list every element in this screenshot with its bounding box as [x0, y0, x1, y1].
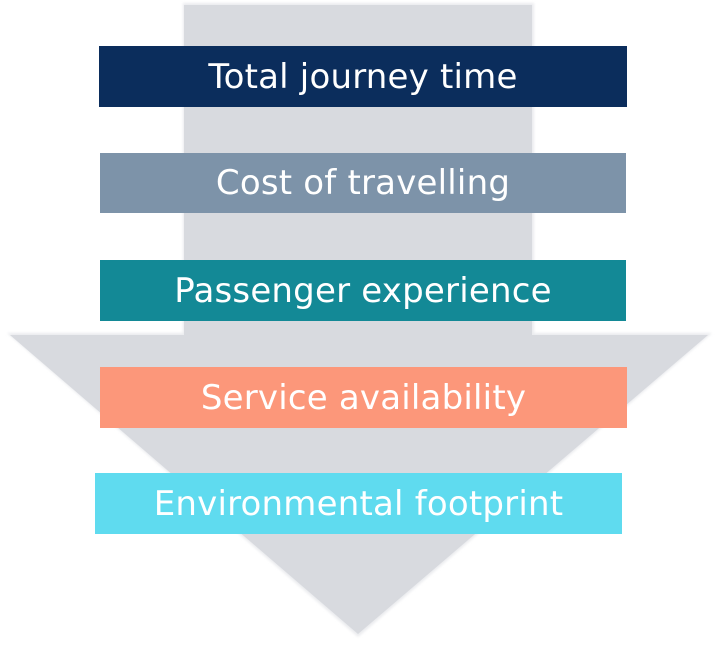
step-service-availability: Service availability [100, 367, 627, 428]
step-label: Cost of travelling [215, 163, 511, 203]
step-environmental-footprint: Environmental footprint [95, 473, 622, 534]
step-label: Environmental footprint [153, 483, 564, 524]
step-label: Service availability [200, 377, 527, 418]
step-label: Passenger experience [174, 270, 552, 311]
step-total-journey-time: Total journey time [99, 46, 627, 107]
step-cost-of-travelling: Cost of travelling [100, 153, 626, 213]
step-label: Total journey time [208, 56, 518, 97]
step-passenger-experience: Passenger experience [100, 260, 626, 321]
